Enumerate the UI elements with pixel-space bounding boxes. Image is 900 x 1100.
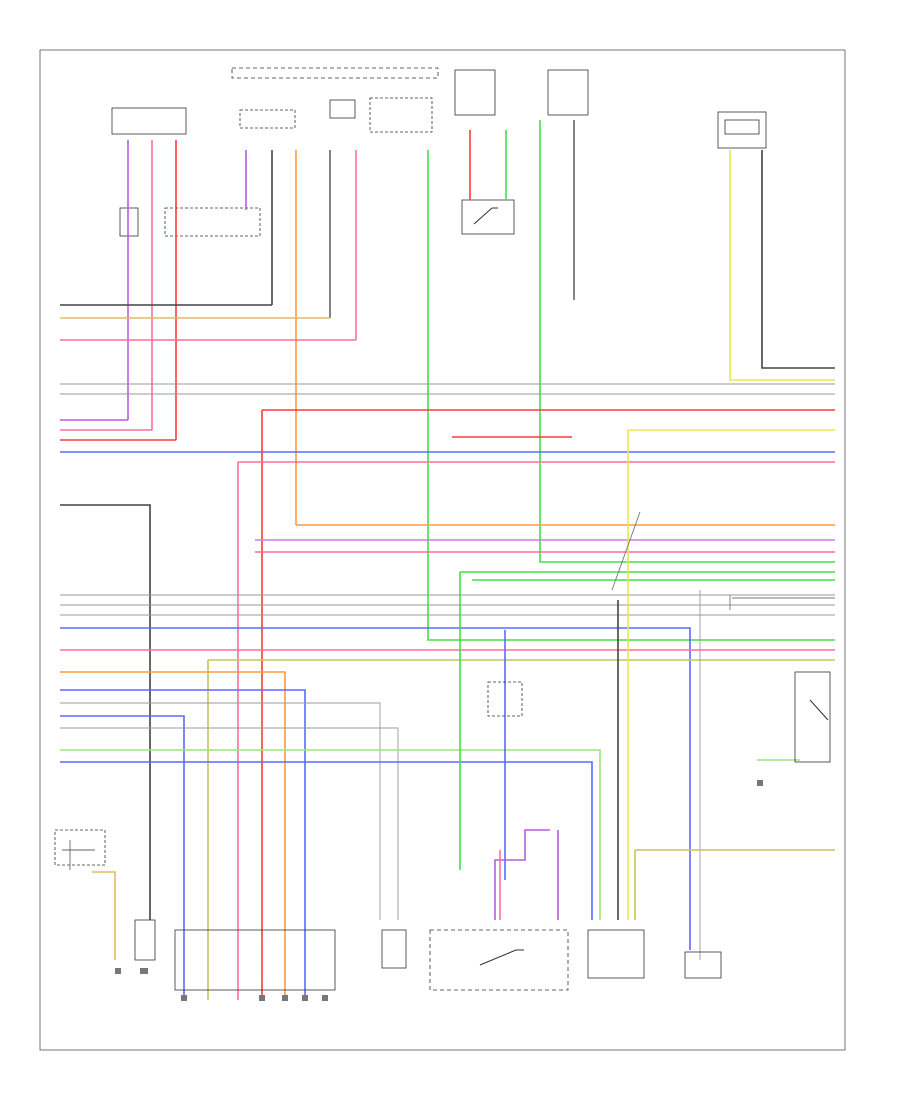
switch-icon [473,207,498,225]
top-vertical-wires [127,120,835,641]
switch-icon [809,699,829,721]
connector-icon [302,995,308,1001]
connector-pins [115,780,763,1001]
connector-icon [115,968,121,974]
relay-icon [479,949,524,966]
connector-icon [282,995,288,1001]
connector-icon [259,995,265,1001]
connector-icon [757,780,763,786]
mid-harness [60,429,835,1000]
connector-icon [140,968,148,974]
bottom-modules [54,671,831,991]
left-harness [60,304,835,1000]
diagram-border [39,49,846,1051]
connector-icon [181,995,187,1001]
connector-icon [322,995,328,1001]
sensor-wiring [62,829,559,960]
top-center-switches [454,69,767,235]
top-left-module [111,67,439,237]
